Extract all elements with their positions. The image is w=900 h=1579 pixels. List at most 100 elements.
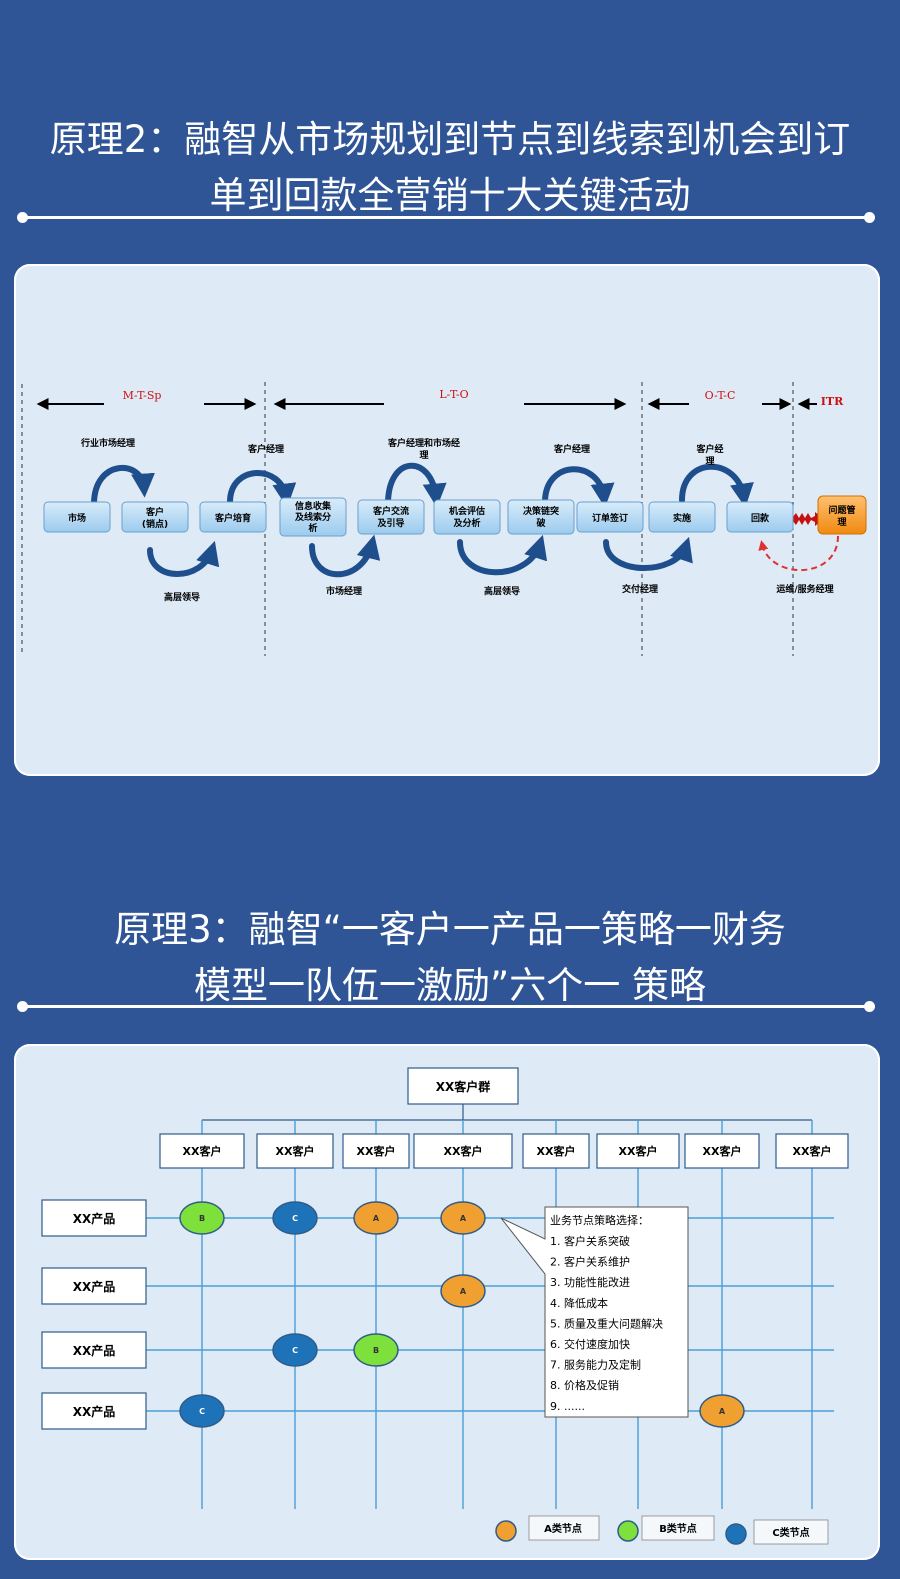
legend-b-box (641, 1515, 715, 1541)
phase-label-itr: ITR (821, 395, 844, 408)
node-label: A (460, 1214, 467, 1223)
product-label: XX产品 (73, 1404, 116, 1419)
section1-title-line2: 单到回款全营销十大关键活动 (209, 174, 691, 217)
label-exec2: 高层领导 (484, 585, 520, 597)
legend: A类节点 B类节点 C类节点 (495, 1515, 829, 1545)
product-box: XX产品 (41, 1267, 147, 1305)
section2-divider (17, 1001, 875, 1012)
phase-label-lto: L-T-O (439, 388, 468, 401)
label-industry-manager: 行业市场经理 (80, 437, 135, 449)
box-decision-l2: 破 (536, 517, 546, 529)
product-box: XX产品 (41, 1199, 147, 1237)
section1-divider (17, 212, 875, 223)
customer-label: XX客户 (357, 1144, 396, 1158)
customer-box: XX客户 (596, 1133, 680, 1169)
customer-label: XX客户 (793, 1144, 832, 1158)
callout-item: 2. 客户关系维护 (550, 1255, 630, 1269)
customer-label: XX客户 (444, 1144, 483, 1158)
customer-box: XX客户 (775, 1133, 849, 1169)
legend-a-box (528, 1515, 600, 1541)
node-a: A (440, 1274, 486, 1308)
curved-arrows (91, 462, 754, 578)
customer-box: XX客户 (522, 1133, 590, 1169)
box-customer-l2: (销点) (142, 518, 168, 530)
legend-b-swatch (617, 1520, 639, 1542)
callout-item: 5. 质量及重大问题解决 (550, 1316, 663, 1330)
product-box: XX产品 (41, 1331, 147, 1369)
node-a: A (699, 1394, 745, 1428)
node-a: A (440, 1201, 486, 1235)
customer-label: XX客户 (537, 1144, 576, 1158)
box-customer-l1: 客户 (145, 506, 164, 518)
section2-title-line1: 原理3：融智“一客户一产品一策略一财务 (114, 908, 786, 951)
node-label: C (199, 1407, 205, 1416)
label-cm-mm-l1: 客户经理和市场经 (387, 437, 460, 449)
callout-item: 7. 服务能力及定制 (550, 1358, 641, 1372)
box-info-l2: 及线索分 (295, 511, 331, 523)
itr-feedback (758, 535, 839, 572)
box-info-l1: 信息收集 (295, 500, 332, 512)
node-label: A (719, 1407, 726, 1416)
node-c: C (179, 1394, 225, 1428)
callout-item: 4. 降低成本 (550, 1296, 608, 1310)
box-market: 市场 (68, 512, 86, 524)
tree-connector (202, 1104, 812, 1121)
itr-jagged-arrow (792, 512, 824, 526)
callout-item: 8. 价格及促销 (550, 1378, 619, 1392)
node-b: B (179, 1201, 225, 1235)
product-label: XX产品 (73, 1211, 116, 1226)
phase-label-mtsp: M-T-Sp (123, 389, 162, 402)
section1-title: 原理2：融智从市场规划到节点到线索到机会到订 单到回款全营销十大关键活动 (0, 112, 900, 224)
node-label: C (292, 1214, 298, 1223)
label-mm: 市场经理 (326, 585, 362, 597)
box-exchange-l1: 客户交流 (372, 505, 409, 517)
callout-bubble (500, 1206, 689, 1418)
callout-title: 业务节点策略选择： (550, 1213, 649, 1227)
section2-title-line2: 模型一队伍一激励”六个一 策略 (194, 964, 706, 1007)
box-order: 订单签订 (592, 512, 628, 524)
label-cm2: 客户经理 (553, 443, 590, 455)
legend-b-label: B类节点 (659, 1522, 697, 1535)
customer-box: XX客户 (684, 1133, 760, 1169)
legend-c-label: C类节点 (772, 1526, 809, 1539)
box-exchange-l2: 及引导 (377, 517, 404, 529)
issue-box (817, 495, 867, 535)
node-label: C (292, 1346, 298, 1355)
node-a: A (353, 1201, 399, 1235)
box-eval-l2: 及分析 (453, 517, 480, 529)
customer-box: XX客户 (413, 1133, 513, 1169)
label-delivery: 交付经理 (622, 583, 658, 595)
customer-box: XX客户 (159, 1133, 245, 1169)
customer-label: XX客户 (183, 1144, 222, 1158)
callout-item: 3. 功能性能改进 (550, 1275, 630, 1289)
legend-a-swatch (495, 1520, 517, 1542)
box-cultivate: 客户培育 (214, 512, 251, 524)
label-cm3-l1: 客户经 (695, 443, 723, 455)
product-label: XX产品 (73, 1279, 116, 1294)
node-label: A (373, 1214, 380, 1223)
box-eval-l1: 机会评估 (449, 505, 485, 517)
node-label: B (199, 1214, 205, 1223)
box-issue-l1: 问题管 (828, 504, 855, 516)
box-issue-l2: 理 (837, 517, 846, 528)
grid-lines (146, 1120, 834, 1509)
node-c: C (272, 1333, 318, 1367)
flow-boxes (43, 497, 794, 537)
node-label: A (460, 1287, 467, 1296)
customer-box: XX客户 (342, 1133, 410, 1169)
box-payment: 回款 (751, 512, 770, 524)
product-label: XX产品 (73, 1343, 116, 1358)
callout-item: 9. ...... (550, 1400, 585, 1413)
customer-box: XX客户 (256, 1133, 334, 1169)
label-exec1: 高层领导 (164, 591, 200, 603)
callout-item: 1. 客户关系突破 (550, 1234, 630, 1248)
legend-c-box (753, 1519, 829, 1545)
callout-item: 6. 交付速度加快 (550, 1337, 630, 1351)
flow-diagram: M-T-Sp L-T-O O-T-C ITR (21, 382, 867, 656)
label-ops: 运维/服务经理 (776, 583, 833, 595)
customer-label: XX客户 (619, 1144, 658, 1158)
legend-c-swatch (725, 1523, 747, 1545)
node-b: B (353, 1333, 399, 1367)
customer-label: XX客户 (703, 1144, 742, 1158)
